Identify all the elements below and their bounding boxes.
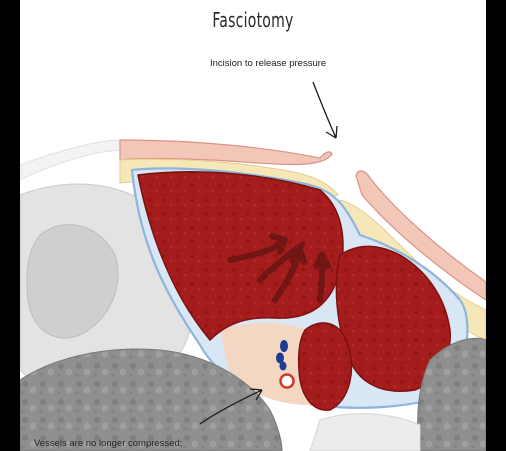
vessels-annotation: Vessels are no longer compressed; <box>34 438 182 449</box>
vein-icon <box>280 362 287 371</box>
vein-icon <box>280 340 288 352</box>
diagram-title: Fasciotomy <box>71 8 434 32</box>
incision-annotation: Incision to release pressure <box>210 58 326 69</box>
diagram-panel: Fasciotomy Incision to release pressure … <box>20 0 486 451</box>
incision-pointer-arrow <box>313 82 337 138</box>
background-limb-outline <box>20 140 120 180</box>
artery-icon <box>281 375 294 388</box>
deep-tissue-bottom <box>310 414 420 451</box>
muscle-compartment-deep <box>299 323 352 410</box>
